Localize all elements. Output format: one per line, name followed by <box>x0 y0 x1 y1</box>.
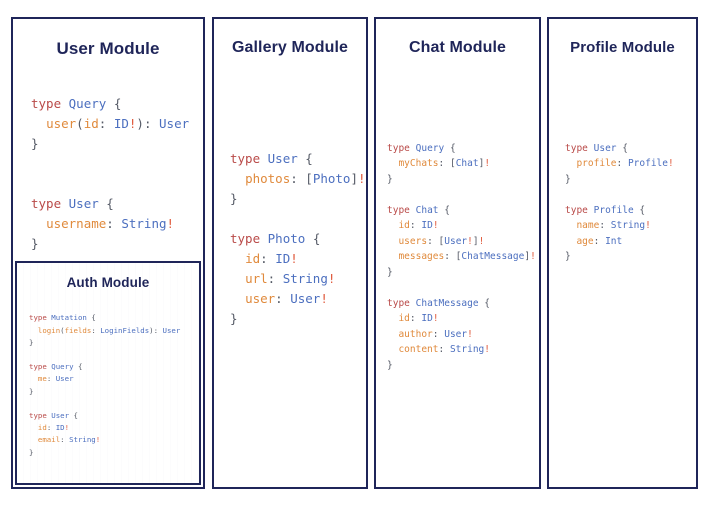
module-card-user[interactable]: User Module type Query { user(id: ID!): … <box>11 17 205 489</box>
schema-code-gallery: type User { photos: [Photo]! } type Phot… <box>230 150 366 326</box>
schema-code-chat: type Query { myChats: [Chat]! } type Cha… <box>387 142 536 371</box>
schema-code-profile: type User { profile: Profile! } type Pro… <box>565 142 674 263</box>
module-title-user: User Module <box>56 39 160 58</box>
module-title-gallery: Gallery Module <box>231 39 349 56</box>
module-card-auth[interactable]: Auth Module type Mutation { login(fields… <box>15 261 201 485</box>
schema-code-auth: type Mutation { login(fields: LoginField… <box>29 313 181 457</box>
module-title-auth: Auth Module <box>66 275 150 290</box>
module-card-profile[interactable]: Profile Module type User { profile: Prof… <box>547 17 698 489</box>
module-title-chat: Chat Module <box>408 39 507 56</box>
module-card-gallery[interactable]: Gallery Module type User { photos: [Phot… <box>212 17 368 489</box>
schema-code-user: type Query { user(id: ID!): User } type … <box>31 95 190 251</box>
module-card-chat[interactable]: Chat Module type Query { myChats: [Chat]… <box>374 17 541 489</box>
module-title-profile: Profile Module <box>570 39 675 56</box>
